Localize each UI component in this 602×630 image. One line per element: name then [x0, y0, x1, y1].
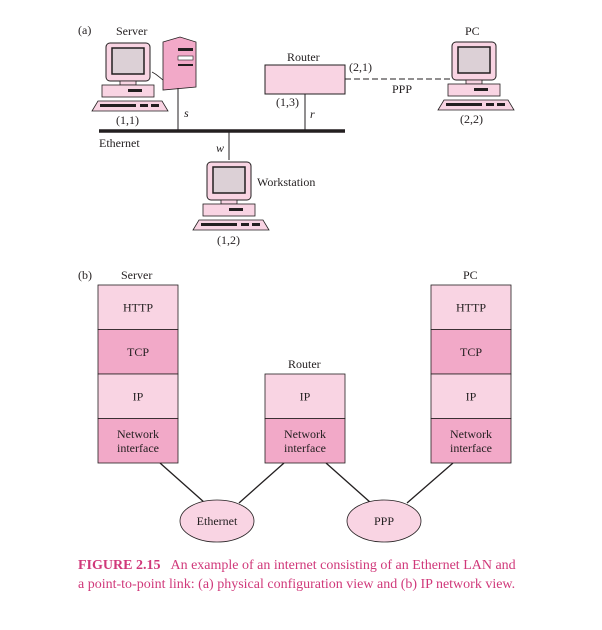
router-label: Router [287, 50, 320, 64]
ethernet-network-node [179, 499, 255, 543]
server-label: Server [116, 24, 147, 38]
pc-layer-network [430, 418, 512, 464]
server-computer-icon [91, 36, 197, 112]
pc-layer-tcp [430, 329, 512, 375]
server-address: (1,1) [116, 113, 139, 127]
router-lan-address: (1,3) [276, 95, 299, 109]
workstation-label: Workstation [257, 175, 315, 189]
panel-a-label: (a) [78, 23, 91, 37]
pc-layer-http [430, 284, 512, 330]
figure-number: FIGURE 2.15 [78, 558, 161, 573]
pc-layer-ip [430, 373, 512, 419]
server-layer-network [97, 418, 179, 464]
workstation-computer-icon [192, 161, 270, 231]
pc-computer-icon [437, 41, 515, 111]
caption-text: An example of an internet consisting of … [78, 558, 516, 592]
server-layer-label: HTTP [123, 300, 153, 314]
server-layer-label: IP [133, 389, 144, 403]
pc-stack-label: PC [463, 268, 478, 282]
router-stack-label: Router [288, 357, 321, 371]
pc-label: PC [465, 24, 480, 38]
pc-address: (2,2) [460, 112, 483, 126]
router-layer-label: Network [284, 427, 326, 441]
server-layer-label: interface [117, 441, 159, 455]
router-ethernet-link [238, 462, 285, 504]
ethernet-network-label: Ethernet [197, 514, 238, 528]
ethernet-label: Ethernet [99, 136, 140, 150]
router-ppp-address: (2,1) [349, 60, 372, 74]
pc-layer-label: HTTP [456, 300, 486, 314]
router-layer-ip [264, 373, 346, 419]
router-box [264, 64, 346, 95]
pc-layer-label: interface [450, 441, 492, 455]
server-ethernet-link [159, 462, 206, 504]
router-ppp-link [325, 462, 372, 504]
workstation-address: (1,2) [217, 233, 240, 247]
pc-layer-label: IP [466, 389, 477, 403]
pc-ppp-link [406, 462, 454, 504]
pc-layer-label: Network [450, 427, 492, 441]
server-layer-label: Network [117, 427, 159, 441]
ppp-network-label: PPP [374, 514, 394, 528]
ppp-network-node [346, 499, 422, 543]
router-layer-network [264, 418, 346, 464]
router-layer-label: interface [284, 441, 326, 455]
pc-layer-label: TCP [460, 345, 482, 359]
router-link-label: r [310, 107, 315, 121]
panel-b-label: (b) [78, 268, 92, 282]
router-layer-label: IP [300, 389, 311, 403]
server-layer-label: TCP [127, 345, 149, 359]
ppp-link-label: PPP [392, 82, 412, 96]
server-stack-label: Server [121, 268, 152, 282]
server-layer-http [97, 284, 179, 330]
workstation-link-label: w [216, 141, 224, 155]
server-link-label: s [184, 106, 189, 120]
server-layer-ip [97, 373, 179, 419]
